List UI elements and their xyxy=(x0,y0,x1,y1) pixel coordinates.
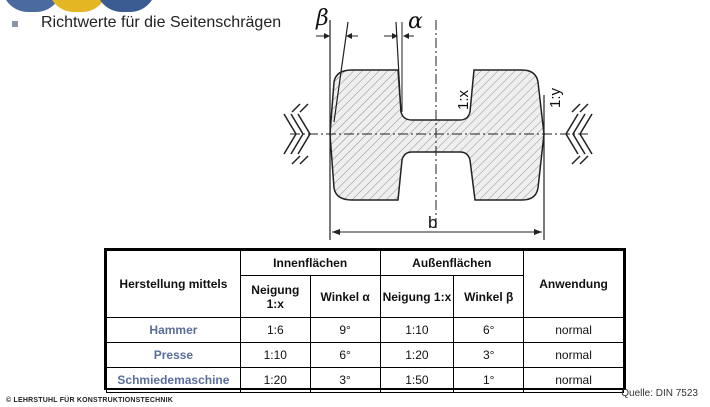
clamp-chevrons-left xyxy=(283,103,311,165)
forging-diagram: β α 1:x 1:y b xyxy=(283,6,593,240)
cell-winkel-alpha: 3° xyxy=(309,367,381,393)
logo-arc-3 xyxy=(96,0,156,12)
cell-neigung-outer: 1:10 xyxy=(379,317,455,343)
alpha-angle-line xyxy=(395,21,402,113)
process-cell: Schmiedemaschine xyxy=(106,367,241,393)
draft-angle-table: Herstellung mittels Innenflächen Außenfl… xyxy=(104,248,626,393)
cell-neigung-inner: 1:10 xyxy=(239,342,311,368)
cell-neigung-outer: 1:50 xyxy=(379,367,455,393)
copyright-footer: © LEHRSTUHL FÜR KONSTRUKTIONSTECHNIK xyxy=(6,397,174,404)
process-cell: Hammer xyxy=(106,317,241,343)
table-row: Schmiedemaschine 1:20 3° 1:50 1° normal xyxy=(106,367,624,393)
logo-arc-1 xyxy=(2,0,62,12)
cell-winkel-beta: 1° xyxy=(453,367,525,393)
cell-anwendung: normal xyxy=(523,342,624,368)
header-innenflaechen: Innenflächen xyxy=(239,250,381,276)
outer-ratio-label: 1:y xyxy=(547,87,564,108)
header-anwendung: Anwendung xyxy=(523,250,624,318)
beta-angle-line xyxy=(333,21,349,123)
width-label: b xyxy=(428,213,437,232)
bullet-icon xyxy=(12,20,18,27)
inner-ratio-label: 1:x xyxy=(455,89,472,110)
table-row: Presse 1:10 6° 1:20 3° normal xyxy=(106,342,624,368)
table-row: Hammer 1:6 9° 1:10 6° normal xyxy=(106,317,624,343)
source-note: Quelle: DIN 7523 xyxy=(621,388,698,399)
subheader-winkel-alpha: Winkel α xyxy=(309,275,381,318)
beta-label: β xyxy=(315,6,329,31)
subheader-neigung-outer: Neigung 1:x xyxy=(379,275,455,318)
subheader-winkel-beta: Winkel β xyxy=(453,275,525,318)
subheader-neigung-inner: Neigung 1:x xyxy=(239,275,311,318)
logo-arc-2 xyxy=(48,0,108,12)
header-aussenflaechen: Außenflächen xyxy=(379,250,525,276)
cell-winkel-beta: 3° xyxy=(453,342,525,368)
cell-neigung-inner: 1:6 xyxy=(239,317,311,343)
cell-winkel-alpha: 9° xyxy=(309,317,381,343)
cell-anwendung: normal xyxy=(523,317,624,343)
process-cell: Presse xyxy=(106,342,241,368)
clamp-chevrons-right xyxy=(565,103,593,165)
header-herstellung: Herstellung mittels xyxy=(106,250,241,318)
cell-winkel-beta: 6° xyxy=(453,317,525,343)
cell-winkel-alpha: 6° xyxy=(309,342,381,368)
cell-anwendung: normal xyxy=(523,367,624,393)
bullet-line: Richtwerte für die Seitenschrägen xyxy=(12,14,281,32)
cell-neigung-inner: 1:20 xyxy=(239,367,311,393)
part-cross-section xyxy=(329,69,545,201)
alpha-label: α xyxy=(408,9,423,34)
bullet-text: Richtwerte für die Seitenschrägen xyxy=(41,14,282,31)
cell-neigung-outer: 1:20 xyxy=(379,342,455,368)
